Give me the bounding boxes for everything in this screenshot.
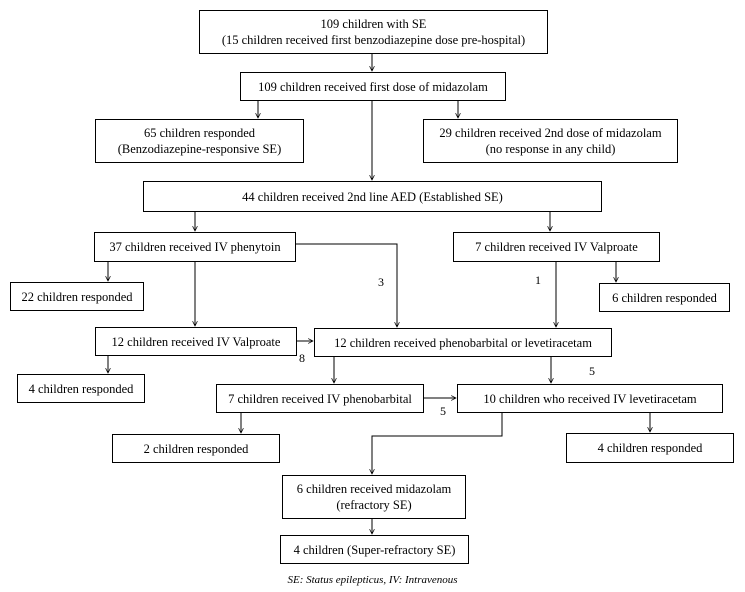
node-valproate-12-line1: 12 children received IV Valproate bbox=[111, 334, 281, 349]
edge-label-pheno-to-leve: 5 bbox=[589, 364, 595, 378]
arrow-phenytoin-to-pheno-or-leve bbox=[296, 243, 397, 327]
node-responded-4b: 4 children responded bbox=[566, 433, 734, 463]
node-phenytoin-line1: 37 children received IV phenytoin bbox=[109, 240, 281, 254]
node-refractory: 6 children received midazolam (refractor… bbox=[282, 475, 466, 519]
node-responded-65: 65 children responded (Benzodiazepine-re… bbox=[95, 119, 304, 163]
node-super-refractory-line1: 4 children (Super-refractory SE) bbox=[293, 542, 456, 557]
node-levetiracetam-10-line1: 10 children who received IV levetiraceta… bbox=[483, 391, 697, 406]
node-super-refractory: 4 children (Super-refractory SE) bbox=[280, 535, 469, 564]
arrow-levetiracetam-10-to-refractory bbox=[372, 413, 503, 474]
node-refractory-line1: 6 children received midazolam bbox=[296, 482, 452, 496]
node-pheno-or-leve-line1: 12 children received phenobarbital or le… bbox=[334, 335, 592, 350]
node-responded-2-line1: 2 children responded bbox=[143, 441, 249, 456]
node-second-midazolam: 29 children received 2nd dose of midazol… bbox=[423, 119, 678, 163]
node-valproate-7: 7 children received IV Valproate bbox=[453, 232, 660, 262]
node-start: 109 children with SE (15 children receiv… bbox=[199, 10, 548, 54]
node-pheno-or-leve: 12 children received phenobarbital or le… bbox=[314, 328, 612, 357]
edge-label-valproate12-to-pheno: 8 bbox=[299, 351, 305, 365]
node-responded-4b-line1: 4 children responded bbox=[597, 441, 703, 455]
node-phenytoin: 37 children received IV phenytoin bbox=[94, 232, 296, 262]
caption: SE: Status epilepticus, IV: Intravenous bbox=[287, 574, 458, 586]
node-second-line: 44 children received 2nd line AED (Estab… bbox=[143, 181, 602, 212]
node-responded-65-line1: 65 children responded bbox=[143, 126, 256, 140]
node-first-dose: 109 children received first dose of mida… bbox=[240, 72, 506, 101]
node-valproate-7-line1: 7 children received IV Valproate bbox=[475, 240, 638, 254]
node-phenobarbital-7-line1: 7 children received IV phenobarbital bbox=[228, 391, 412, 406]
edge-label-phenytoin-to-pheno: 3 bbox=[378, 275, 384, 289]
node-responded-4a-line1: 4 children responded bbox=[28, 381, 134, 396]
node-start-line1: 109 children with SE bbox=[320, 17, 427, 31]
node-start-line2: (15 children received first benzodiazepi… bbox=[221, 33, 526, 47]
node-second-midazolam-line2: (no response in any child) bbox=[485, 142, 616, 156]
edge-label-valproate-to-pheno: 1 bbox=[535, 273, 541, 287]
node-levetiracetam-10: 10 children who received IV levetiraceta… bbox=[457, 384, 723, 413]
node-first-dose-line1: 109 children received first dose of mida… bbox=[258, 79, 488, 94]
node-second-line-line1: 44 children received 2nd line AED (Estab… bbox=[242, 189, 503, 204]
node-responded-6: 6 children responded bbox=[599, 283, 730, 312]
node-second-midazolam-line1: 29 children received 2nd dose of midazol… bbox=[439, 126, 662, 140]
node-responded-65-line2: (Benzodiazepine-responsive SE) bbox=[117, 142, 282, 156]
node-refractory-line2: (refractory SE) bbox=[336, 498, 412, 512]
node-responded-6-line1: 6 children responded bbox=[612, 290, 717, 305]
node-responded-4a: 4 children responded bbox=[17, 374, 145, 403]
node-valproate-12: 12 children received IV Valproate bbox=[95, 327, 297, 356]
node-phenobarbital-7: 7 children received IV phenobarbital bbox=[216, 384, 424, 413]
edge-label-phenobarb-to-leve: 5 bbox=[440, 404, 446, 418]
node-responded-22: 22 children responded bbox=[10, 282, 144, 311]
node-responded-22-line1: 22 children responded bbox=[21, 289, 133, 304]
node-responded-2: 2 children responded bbox=[112, 434, 280, 463]
